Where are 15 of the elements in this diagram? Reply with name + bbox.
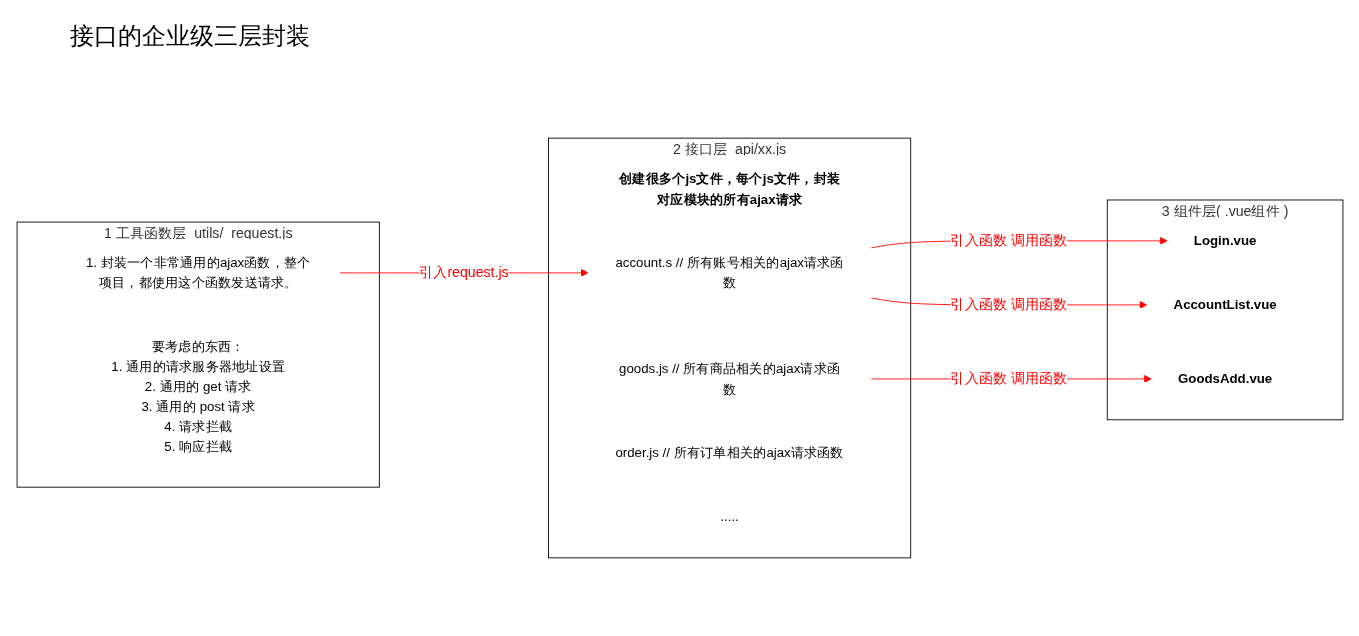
node-text: goods.js // 所有商品相关的ajax请求函数 <box>619 360 841 396</box>
node-text: 创建很多个js文件，每个js文件，封装对应模块的所有ajax请求 <box>619 170 841 206</box>
edge-label: 引入函数 调用函数 <box>950 232 1068 248</box>
diagram-title: 接口的企业级三层封装 <box>70 21 310 51</box>
edge-label: 引入函数 调用函数 <box>950 296 1068 312</box>
node-text: Login.vue <box>1193 232 1257 248</box>
node-text: 要考虑的东西： 1. 通用的请求服务器地址设置 2. 通用的 get 请求 3. 通用的 post 请求 4. 请求拦截 5. 响应拦截 <box>111 338 286 454</box>
node-text: ..... <box>720 508 739 524</box>
edge-label: 引入函数 调用函数 <box>950 370 1068 386</box>
node-text: order.js // 所有订单相关的ajax请求函数 <box>615 444 844 460</box>
node-text: account.s // 所有账号相关的ajax请求函数 <box>615 254 844 290</box>
edge-label: 引入request.js <box>419 264 509 280</box>
node-text: 1. 封装一个非常通用的ajax函数，整个项目，都使用这个函数发送请求。 <box>85 254 311 290</box>
node-text: AccountList.vue <box>1173 296 1277 312</box>
node-text: GoodsAdd.vue <box>1177 370 1273 386</box>
